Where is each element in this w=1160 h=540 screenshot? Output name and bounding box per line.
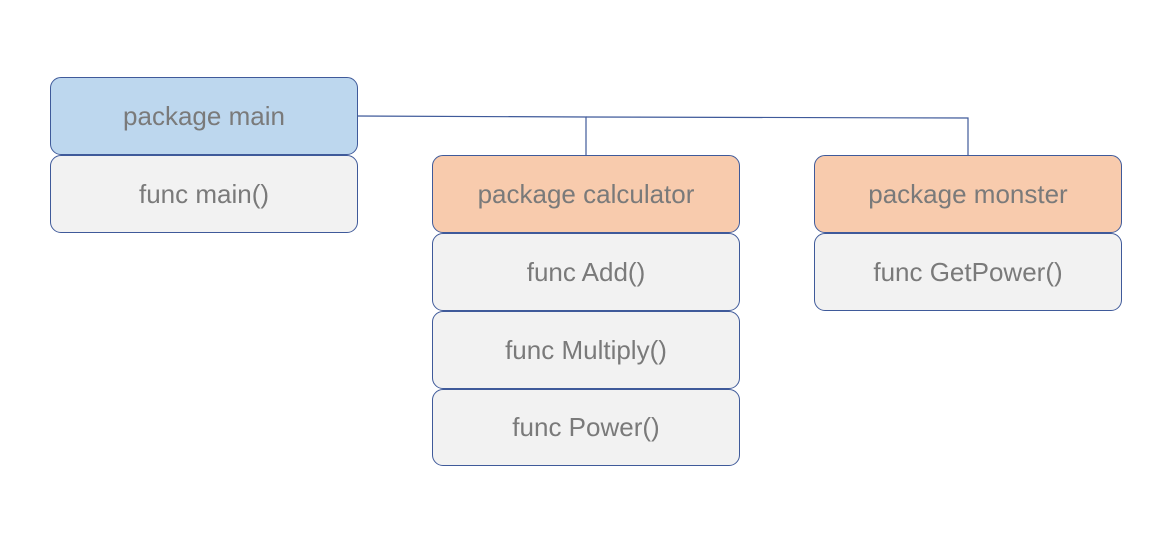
- func-label: func main(): [138, 178, 270, 209]
- func-box-power: func Power(): [432, 389, 740, 466]
- package-main-header: package main: [50, 77, 358, 155]
- package-monster-label: package monster: [868, 178, 1068, 209]
- func-box-main: func main(): [50, 155, 358, 233]
- connector-main-to-monster: [585, 116, 969, 155]
- func-label: func GetPower(): [873, 256, 1063, 287]
- package-main-label: package main: [123, 100, 285, 131]
- package-monster-header: package monster: [814, 155, 1122, 233]
- func-label: func Multiply(): [505, 334, 667, 365]
- func-box-getpower: func GetPower(): [814, 233, 1122, 311]
- func-label: func Power(): [512, 412, 660, 442]
- func-label: func Add(): [526, 256, 646, 287]
- func-box-multiply: func Multiply(): [432, 311, 740, 389]
- func-box-add: func Add(): [432, 233, 740, 311]
- package-calculator-header: package calculator: [432, 155, 740, 233]
- package-calculator-label: package calculator: [477, 178, 695, 209]
- connector-main-to-calculator: [356, 115, 587, 155]
